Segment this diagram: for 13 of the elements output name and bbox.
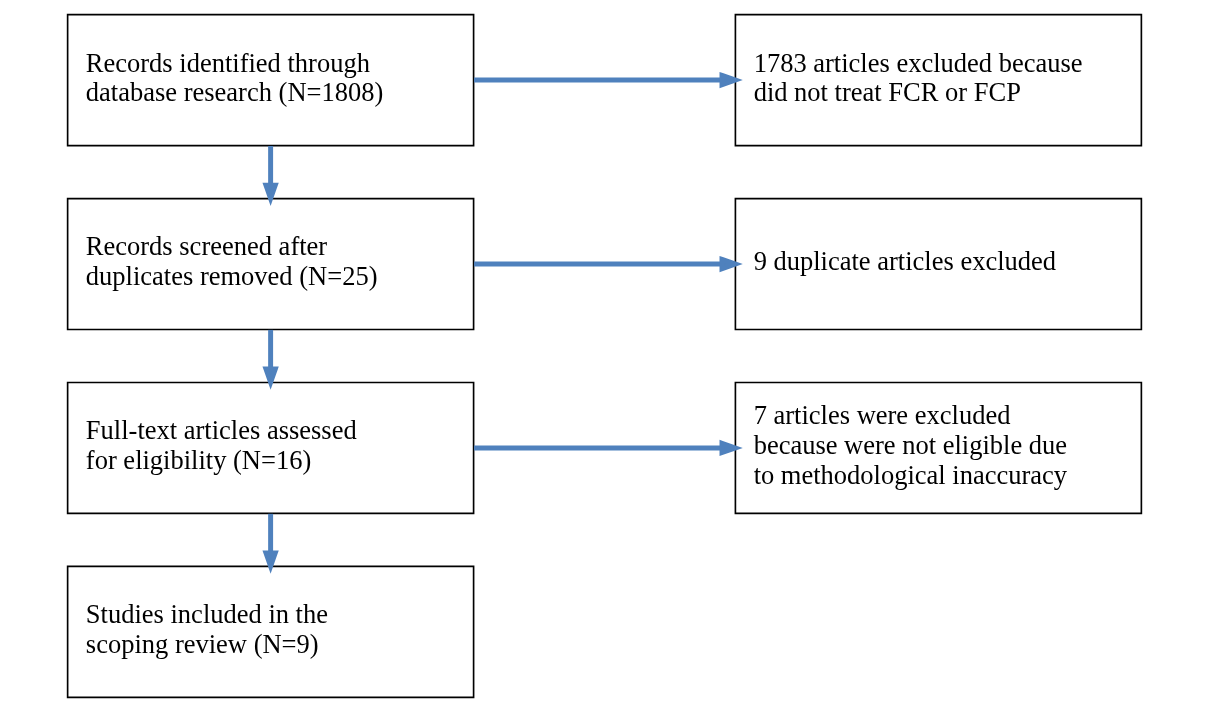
arrow bbox=[473, 255, 743, 273]
node-box: Studies included in the scoping review (N=9) bbox=[66, 565, 474, 699]
arrow bbox=[261, 329, 279, 390]
arrow bbox=[473, 439, 743, 457]
node-box: 7 articles were excluded because were not eligible due to methodological inaccuracy bbox=[734, 381, 1142, 515]
arrow bbox=[473, 71, 743, 89]
node-box: Records screened after duplicates removed (N=25) bbox=[66, 197, 474, 331]
node-box: 9 duplicate articles excluded bbox=[734, 197, 1142, 331]
node-box: 1783 articles excluded because did not treat FCR or FCP bbox=[734, 13, 1142, 147]
arrow bbox=[261, 145, 279, 206]
node-box: Full-text articles assessed for eligibility (N=16) bbox=[66, 381, 474, 515]
node-box: Records identified through database research (N=1808) bbox=[66, 13, 474, 147]
arrow bbox=[261, 513, 279, 574]
